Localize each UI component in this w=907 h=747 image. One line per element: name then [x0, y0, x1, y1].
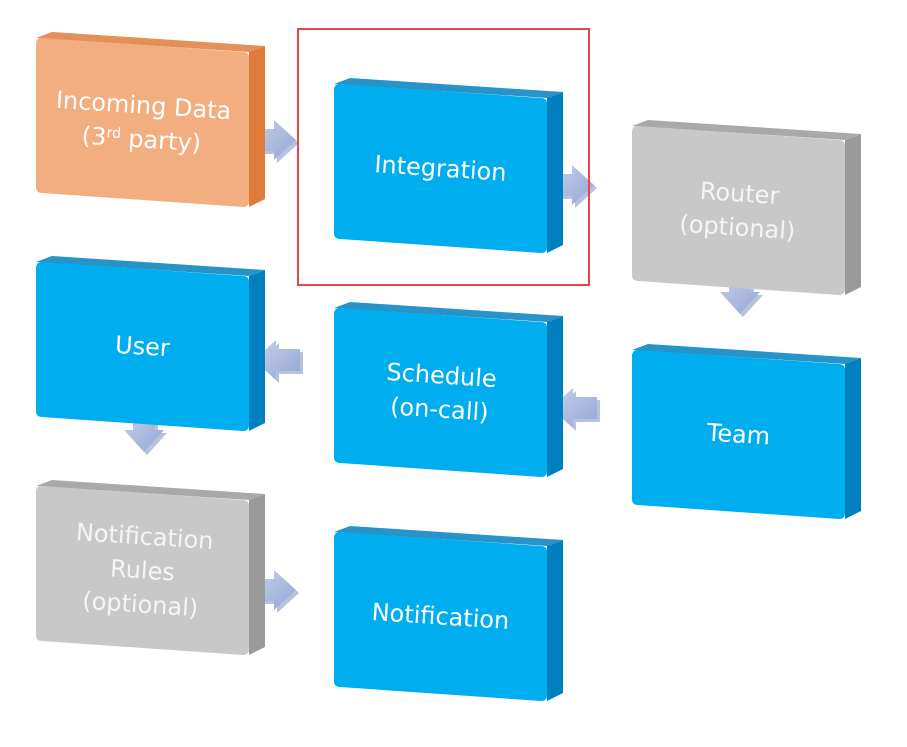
- node-face: [36, 486, 249, 655]
- node-side: [547, 92, 563, 253]
- node-user: User: [36, 256, 265, 431]
- node-face: [36, 38, 249, 207]
- node-face: [334, 84, 547, 253]
- node-side: [547, 540, 563, 701]
- node-face: [334, 308, 547, 477]
- node-label-group: Router(optional): [679, 177, 797, 245]
- node-notification: Notification: [334, 526, 563, 701]
- node-side: [249, 494, 265, 655]
- nodes-layer: Incoming Data(3rd party) IntegrationRoute…: [36, 32, 861, 701]
- node-side: [845, 358, 861, 519]
- node-schedule: Schedule(on-call): [334, 302, 563, 477]
- node-face: [334, 532, 547, 701]
- node-label-group: User: [114, 331, 171, 363]
- node-label-group: Team: [705, 418, 771, 450]
- node-side: [845, 134, 861, 295]
- node-top: [36, 32, 265, 52]
- node-side: [249, 46, 265, 207]
- node-router: Router(optional): [632, 120, 861, 295]
- node-top: [36, 480, 265, 500]
- node-top: [632, 120, 861, 140]
- node-side: [547, 316, 563, 477]
- node-label: User: [114, 331, 171, 363]
- node-top: [632, 344, 861, 364]
- node-side: [249, 270, 265, 431]
- node-top: [334, 302, 563, 322]
- node-team: Team: [632, 344, 861, 519]
- node-top: [334, 526, 563, 546]
- node-label: Rules: [109, 554, 175, 586]
- node-label: Router: [699, 177, 780, 210]
- node-face: [632, 126, 845, 295]
- node-incoming-data: Incoming Data(3rd party): [36, 32, 265, 207]
- node-label: (on-call): [389, 392, 489, 426]
- node-integration: Integration: [334, 78, 563, 253]
- node-top: [334, 78, 563, 98]
- node-face: [632, 350, 845, 519]
- integration-highlight-box: [297, 28, 590, 286]
- arrow-schedule-to-user: [254, 340, 300, 380]
- node-face: [36, 262, 249, 431]
- node-label: Team: [705, 418, 771, 450]
- node-label-group: Schedule(on-call): [386, 358, 498, 427]
- node-top: [36, 256, 265, 276]
